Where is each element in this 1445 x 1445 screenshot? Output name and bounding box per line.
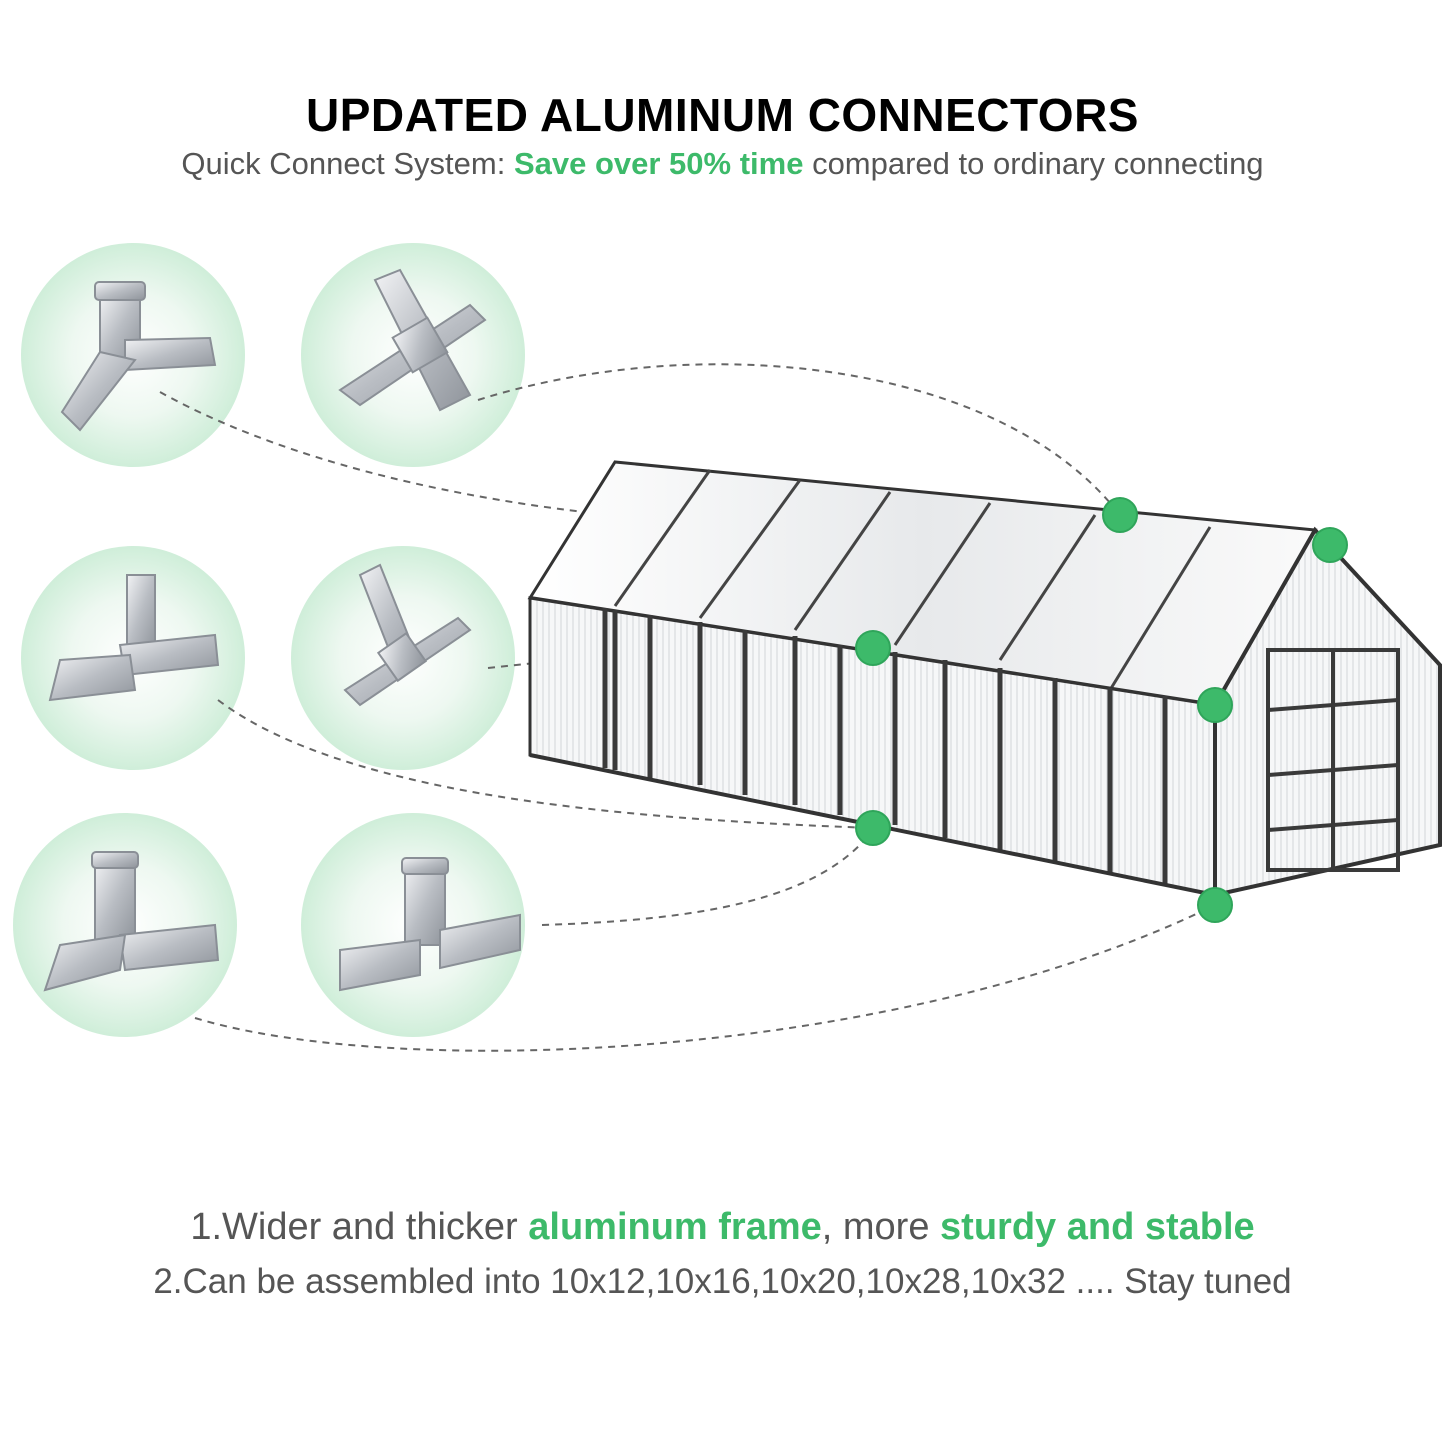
connector-circle-3: [21, 546, 245, 770]
subtitle-suffix: compared to ordinary connecting: [803, 146, 1264, 181]
feature-line-1: 1.Wider and thicker aluminum frame, more…: [0, 1206, 1445, 1249]
feature-1-prefix: 1.Wider and thicker: [190, 1206, 529, 1248]
page-subtitle: Quick Connect System: Save over 50% time…: [0, 146, 1445, 182]
connector-circle-2: [301, 243, 525, 467]
feature-1-highlight-sturdy: sturdy and stable: [940, 1206, 1255, 1248]
connector-circle-4: [291, 546, 515, 770]
page-title: UPDATED ALUMINUM CONNECTORS: [306, 89, 1139, 141]
feature-1-mid: , more: [821, 1206, 941, 1248]
connector-circle-1: [21, 243, 245, 467]
subtitle-prefix: Quick Connect System:: [181, 146, 514, 181]
joint-markers: [855, 497, 1348, 923]
feature-1-highlight-frame: aluminum frame: [528, 1206, 822, 1248]
connector-circle-5: [13, 813, 237, 1037]
greenhouse: [527, 460, 1442, 923]
subtitle-highlight: Save over 50% time: [513, 146, 804, 181]
connector-circle-6: [301, 813, 525, 1037]
feature-line-2: 2.Can be assembled into 10x12,10x16,10x2…: [153, 1262, 1292, 1301]
